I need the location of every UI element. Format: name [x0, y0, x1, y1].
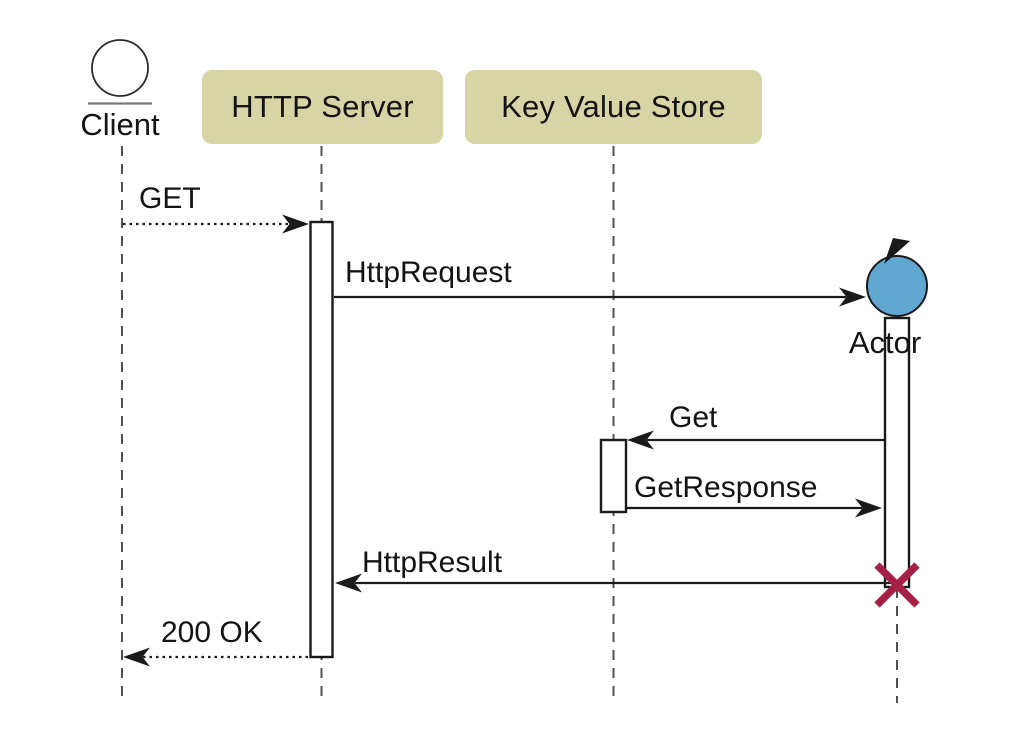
arrowhead-left-icon	[627, 430, 654, 450]
message-label-getresponse: GetResponse	[634, 471, 818, 504]
participant-http-server-label: HTTP Server	[231, 89, 414, 124]
arrow-get-kv	[627, 430, 884, 450]
arrow-httprequest	[334, 287, 866, 307]
arrowhead-right-icon	[855, 498, 882, 518]
message-label-httpresult: HttpResult	[362, 546, 503, 579]
arrowhead-right-icon	[282, 214, 309, 234]
participant-key-value-store-label: Key Value Store	[501, 89, 726, 124]
control-loop-arrowhead-icon	[884, 238, 910, 264]
participant-client-label: Client	[80, 107, 160, 142]
arrowhead-left-icon	[123, 647, 150, 667]
participant-actor-label: Actor	[848, 325, 922, 360]
message-label-httprequest: HttpRequest	[345, 256, 512, 289]
message-label-get: GET	[139, 182, 201, 215]
arrow-get	[123, 214, 309, 234]
participant-key-value-store: Key Value Store	[465, 70, 762, 144]
message-label-200ok: 200 OK	[161, 616, 263, 649]
arrow-httpresult	[335, 573, 897, 593]
arrowhead-left-icon	[335, 573, 362, 593]
participant-http-server: HTTP Server	[202, 70, 443, 144]
arrow-200ok	[123, 647, 311, 667]
destroy-x-icon	[874, 562, 920, 608]
control-circle-icon	[866, 238, 928, 317]
client-circle-icon	[88, 39, 152, 105]
message-label-get-kv: Get	[669, 401, 718, 434]
arrowhead-right-icon	[839, 287, 866, 307]
arrow-getresponse	[626, 498, 882, 518]
activation-key-value-store	[599, 438, 628, 514]
activation-http-server	[309, 220, 334, 659]
